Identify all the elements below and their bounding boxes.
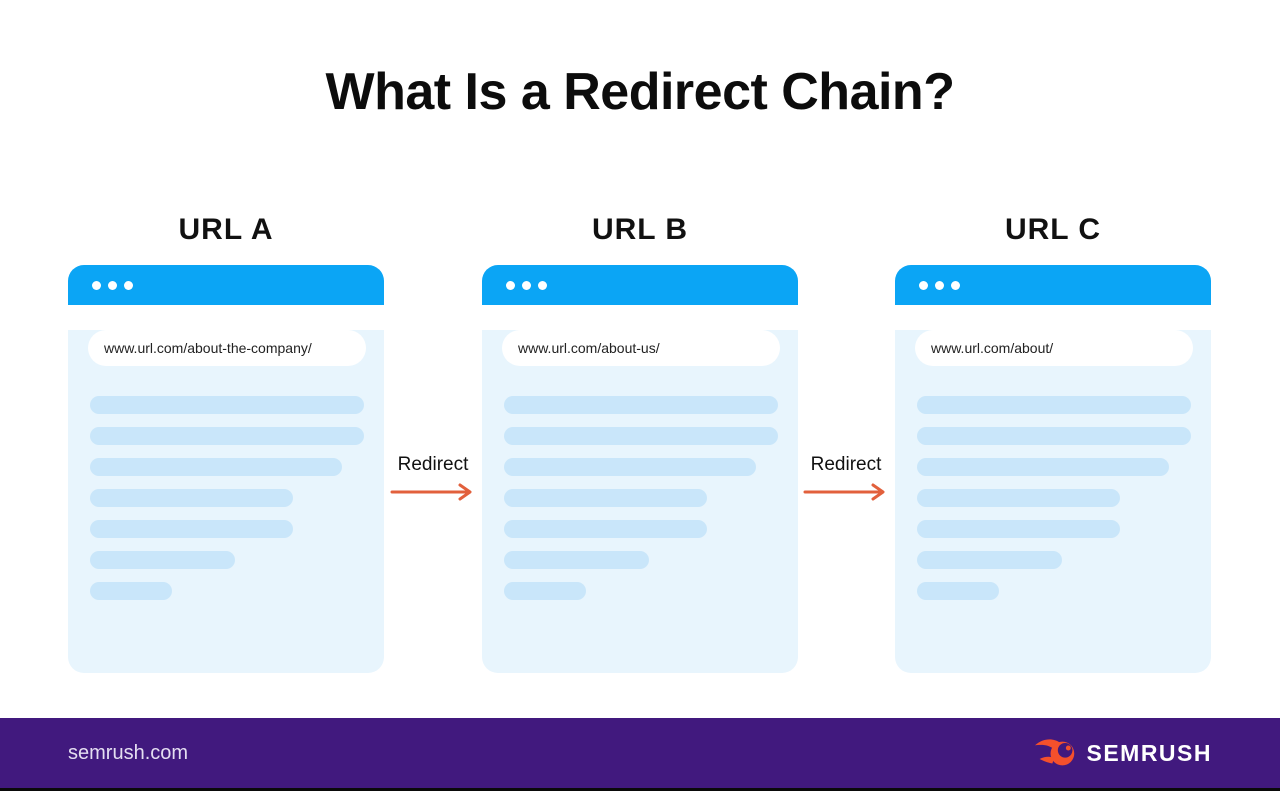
url-c-label: URL C xyxy=(1004,213,1102,246)
redirect-label: Redirect xyxy=(810,454,882,475)
address-bar: www.url.com/about/ xyxy=(915,330,1193,366)
window-control-dot-icon xyxy=(124,280,133,290)
semrush-comet-icon xyxy=(1035,738,1075,765)
content-placeholder-block xyxy=(90,396,364,600)
redirect-step-2: Redirect xyxy=(801,454,891,501)
content-placeholder-line xyxy=(90,489,293,507)
browser-window: www.url.com/about-us/ xyxy=(482,265,798,673)
browser-window: www.url.com/about/ xyxy=(895,265,1211,673)
content-placeholder-line xyxy=(504,396,778,414)
window-control-dot-icon xyxy=(506,280,515,290)
address-bar: www.url.com/about-the-company/ xyxy=(88,330,366,366)
semrush-logo: SEMRUSH xyxy=(1035,737,1212,770)
content-placeholder-line xyxy=(90,458,343,476)
window-control-dot-icon xyxy=(919,280,928,290)
content-placeholder-line xyxy=(504,458,757,476)
window-control-dot-icon xyxy=(522,280,531,290)
footer-site-url: semrush.com xyxy=(68,741,189,764)
content-placeholder-line xyxy=(504,520,707,538)
content-placeholder-block xyxy=(504,396,778,600)
browser-window-group-b: URL B www.url.com/about-us/ xyxy=(482,212,798,673)
content-placeholder-line xyxy=(917,396,1191,414)
url-a-label: URL A xyxy=(178,213,274,246)
redirect-step-1: Redirect xyxy=(388,454,478,501)
url-b-label: URL B xyxy=(591,213,689,246)
content-placeholder-line xyxy=(90,520,293,538)
browser-page-body: www.url.com/about-us/ xyxy=(482,330,798,673)
browser-titlebar xyxy=(68,265,384,305)
browser-window: www.url.com/about-the-company/ xyxy=(68,265,384,673)
content-placeholder-line xyxy=(504,551,650,569)
footer-bar: semrush.com SEMRUSH xyxy=(0,718,1280,788)
content-placeholder-line xyxy=(917,520,1120,538)
window-control-dot-icon xyxy=(935,280,944,290)
content-placeholder-line xyxy=(90,427,364,445)
content-placeholder-line xyxy=(917,551,1063,569)
content-placeholder-line xyxy=(90,582,173,600)
right-arrow-icon xyxy=(390,483,472,501)
redirect-label: Redirect xyxy=(397,454,469,475)
content-placeholder-line xyxy=(917,427,1191,445)
browser-titlebar xyxy=(482,265,798,305)
window-control-dot-icon xyxy=(92,280,101,290)
right-arrow-icon xyxy=(803,483,885,501)
content-placeholder-line xyxy=(90,396,364,414)
window-control-dot-icon xyxy=(538,280,547,290)
content-placeholder-line xyxy=(90,551,236,569)
window-control-dot-icon xyxy=(108,280,117,290)
address-bar: www.url.com/about-us/ xyxy=(502,330,780,366)
browser-titlebar xyxy=(895,265,1211,305)
content-placeholder-line xyxy=(504,582,587,600)
brand-wordmark: SEMRUSH xyxy=(1086,739,1212,766)
content-placeholder-line xyxy=(917,489,1120,507)
content-placeholder-block xyxy=(917,396,1191,600)
content-placeholder-line xyxy=(917,458,1170,476)
bottom-border-line xyxy=(0,788,1280,791)
browser-window-group-a: URL A www.url.com/about-the-company/ xyxy=(68,212,384,673)
browser-page-body: www.url.com/about-the-company/ xyxy=(68,330,384,673)
content-placeholder-line xyxy=(504,427,778,445)
content-placeholder-line xyxy=(504,489,707,507)
browser-window-group-c: URL C www.url.com/about/ xyxy=(895,212,1211,673)
window-control-dot-icon xyxy=(951,280,960,290)
page-title: What Is a Redirect Chain? xyxy=(325,63,955,121)
browser-page-body: www.url.com/about/ xyxy=(895,330,1211,673)
content-placeholder-line xyxy=(917,582,1000,600)
